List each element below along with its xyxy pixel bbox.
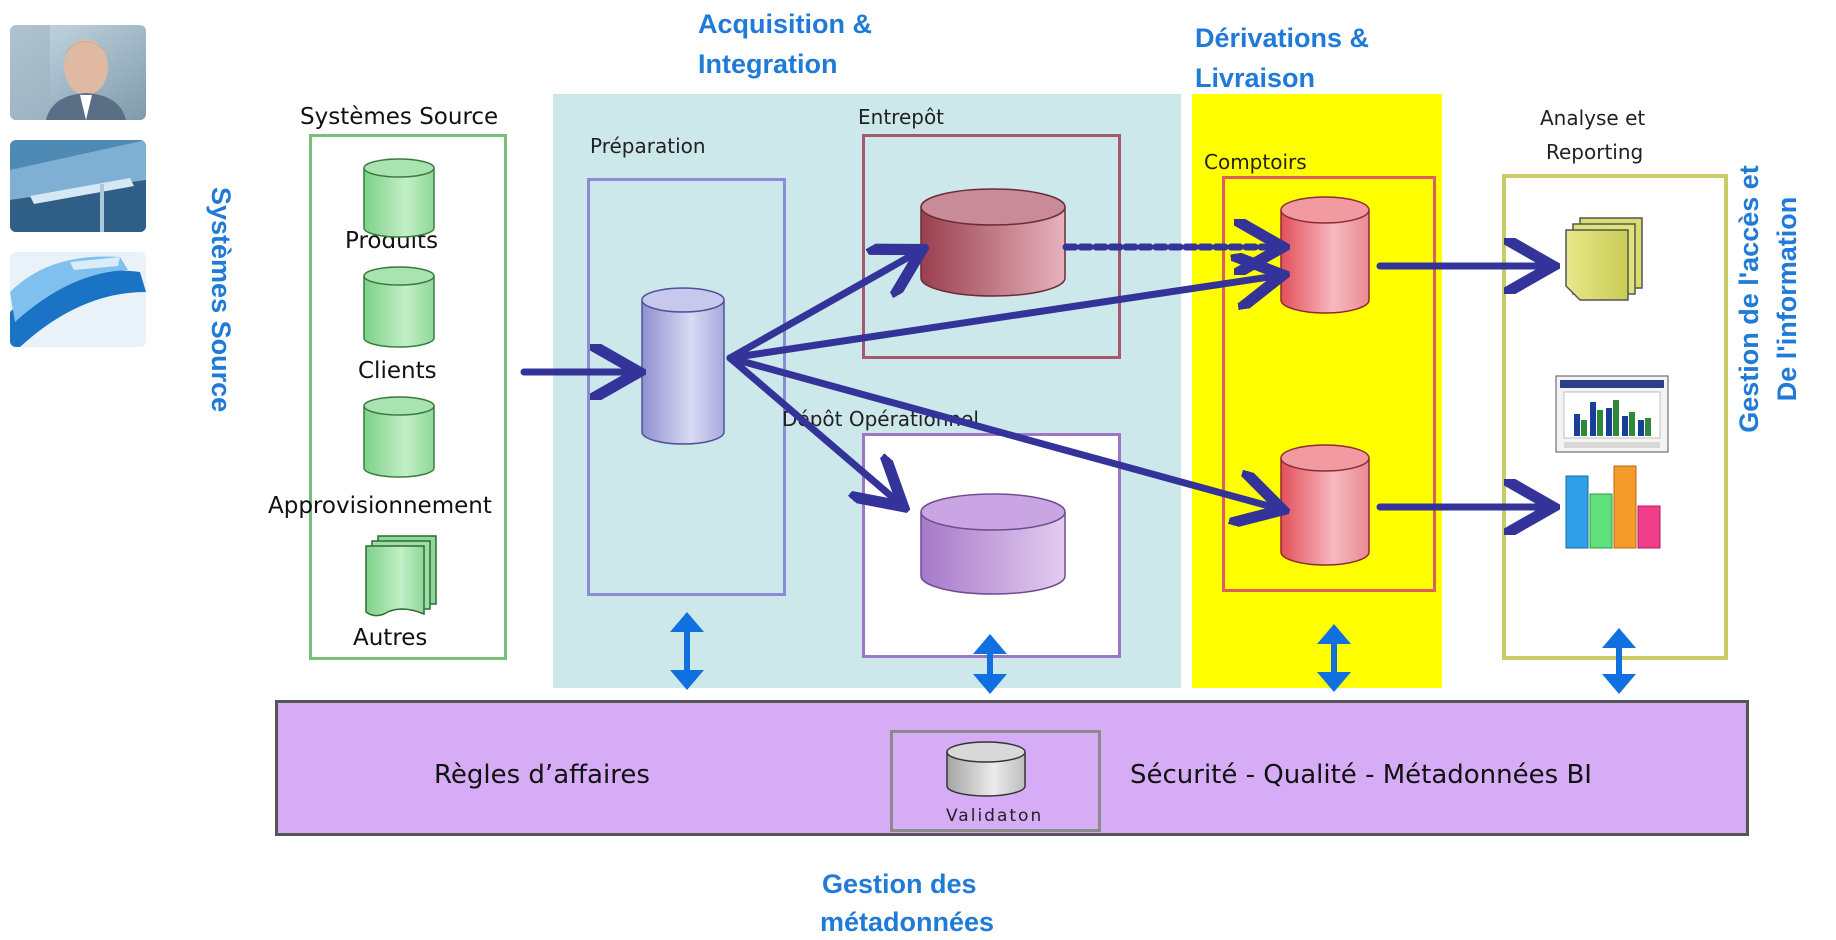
comptoirs-title: Comptoirs bbox=[1204, 150, 1307, 174]
preparation-box bbox=[587, 178, 786, 596]
depot-database-icon bbox=[920, 493, 1066, 595]
source-label-approvisionnement: Approvisionnement bbox=[268, 493, 492, 519]
arrow-preparation-to-comptoir-top bbox=[726, 276, 1276, 362]
business-rules-label: Règles d’affaires bbox=[434, 760, 650, 790]
metadata-double-arrows bbox=[670, 612, 1636, 694]
metadata-title-line2: métadonnées bbox=[820, 907, 995, 937]
photo-architecture-thumbnail bbox=[10, 140, 146, 232]
validation-label: Validaton bbox=[946, 806, 1044, 826]
preparation-title: Préparation bbox=[590, 134, 706, 158]
preparation-database-icon bbox=[641, 287, 725, 445]
double-arrow-integration bbox=[670, 612, 704, 690]
source-label-autres: Autres bbox=[353, 625, 428, 651]
analyse-title-line2: Reporting bbox=[1546, 140, 1644, 164]
double-arrow-depot bbox=[973, 634, 1007, 694]
bar-chart-report-icon bbox=[1555, 375, 1669, 453]
source-systems-title: Systèmes Source bbox=[300, 104, 499, 130]
flow-arrows bbox=[520, 247, 1546, 508]
acquisition-title-line2: Integration bbox=[698, 49, 838, 79]
validation-database-icon bbox=[946, 741, 1026, 797]
comptoirs-box bbox=[1222, 176, 1436, 592]
entrepot-title: Entrepôt bbox=[858, 105, 945, 129]
derivations-title-line2: Livraison bbox=[1195, 63, 1316, 93]
approvisionnement-database-icon bbox=[363, 396, 435, 478]
produits-database-icon bbox=[363, 158, 435, 238]
analyse-title-line1: Analyse et bbox=[1540, 106, 1646, 130]
derivations-title-line1: Dérivations & bbox=[1195, 23, 1370, 53]
arrow-preparation-to-comptoir-bottom bbox=[726, 354, 1276, 508]
acquisition-title-line1: Acquisition & bbox=[698, 9, 872, 39]
autres-documents-icon bbox=[365, 535, 437, 617]
arrow-preparation-to-depot bbox=[726, 354, 898, 502]
comptoir-top-database-icon bbox=[1280, 196, 1370, 314]
metadata-bi-label: Sécurité - Qualité - Métadonnées BI bbox=[1130, 760, 1592, 790]
entrepot-database-icon bbox=[920, 188, 1066, 297]
metadata-title-line1: Gestion des bbox=[822, 869, 977, 899]
double-arrow-reporting bbox=[1602, 628, 1636, 694]
clients-database-icon bbox=[363, 266, 435, 348]
comptoir-bottom-database-icon bbox=[1280, 444, 1370, 566]
double-arrow-comptoirs bbox=[1317, 624, 1351, 692]
reports-documents-icon bbox=[1565, 217, 1643, 301]
source-systems-box bbox=[309, 134, 507, 660]
photo-chart-thumbnail bbox=[10, 252, 146, 347]
colorful-bar-chart-icon bbox=[1565, 465, 1661, 549]
arrow-preparation-to-entrepot bbox=[726, 253, 916, 362]
source-label-clients: Clients bbox=[358, 358, 437, 384]
photo-businessman-thumbnail bbox=[10, 25, 146, 120]
